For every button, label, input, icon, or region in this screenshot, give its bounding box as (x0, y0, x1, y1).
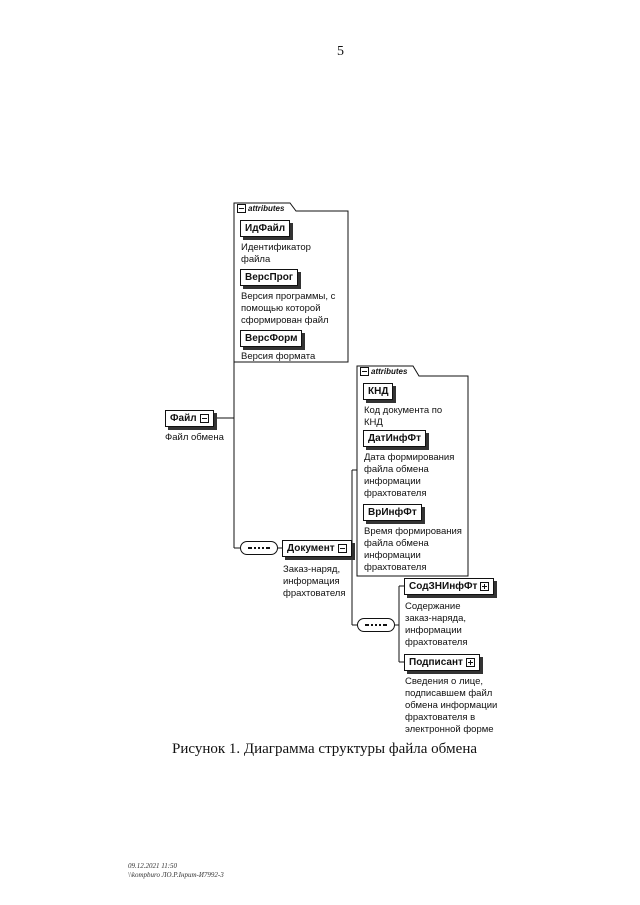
attribute-idfile: ИдФайл (240, 220, 291, 237)
element-podpisant-desc: Сведения о лице, подписавшем файл обмена… (405, 676, 498, 735)
element-document-desc: Заказ-наряд, информация фрахтователя (283, 564, 346, 599)
attribute-versprog-desc: Версия программы, с помощью которой сфор… (241, 291, 336, 326)
footer-date: 09.12.2021 11:50 (128, 862, 178, 870)
page-number: 5 (337, 44, 344, 59)
collapse-icon[interactable] (360, 367, 369, 376)
root-element-file: Файл (165, 410, 214, 427)
attributes-header-file: attributes (237, 204, 284, 213)
attribute-datinfft: ДатИнфФт (363, 430, 426, 447)
collapse-icon[interactable] (337, 544, 347, 553)
expand-icon[interactable] (465, 658, 475, 667)
attribute-knd-desc: Код документа по КНД (364, 405, 443, 428)
attributes-header-document: attributes (360, 367, 407, 376)
element-sodznifft: СодЗНИнфФт (404, 578, 495, 595)
attribute-datinfft-desc: Дата формирования файла обмена информаци… (364, 452, 455, 499)
root-element-desc: Файл обмена (165, 432, 224, 443)
figure-caption: Рисунок 1. Диаграмма структуры файла обм… (172, 741, 478, 757)
collapse-icon[interactable] (199, 414, 209, 423)
element-podpisant: Подписант (404, 654, 480, 671)
attribute-knd: КНД (363, 383, 394, 400)
attribute-versform-desc: Версия формата (241, 351, 316, 362)
element-sodznifft-desc: Содержание заказ-наряда, информации фрах… (405, 601, 468, 648)
attribute-vrinfft: ВрИнфФт (363, 504, 422, 521)
sequence-compositor-icon (357, 618, 395, 632)
attribute-versprog: ВерсПрог (240, 269, 299, 286)
sequence-compositor-icon (240, 541, 278, 555)
attribute-versform: ВерсФорм (240, 330, 303, 347)
element-document: Документ (282, 540, 352, 557)
attribute-idfile-desc: Идентификатор файла (241, 242, 311, 265)
footer-path: \\kompburo ЛО.Р.Інрит-И7992-3 (128, 871, 224, 879)
expand-icon[interactable] (480, 582, 490, 591)
attribute-vrinfft-desc: Время формирования файла обмена информац… (364, 526, 462, 573)
collapse-icon[interactable] (237, 204, 246, 213)
